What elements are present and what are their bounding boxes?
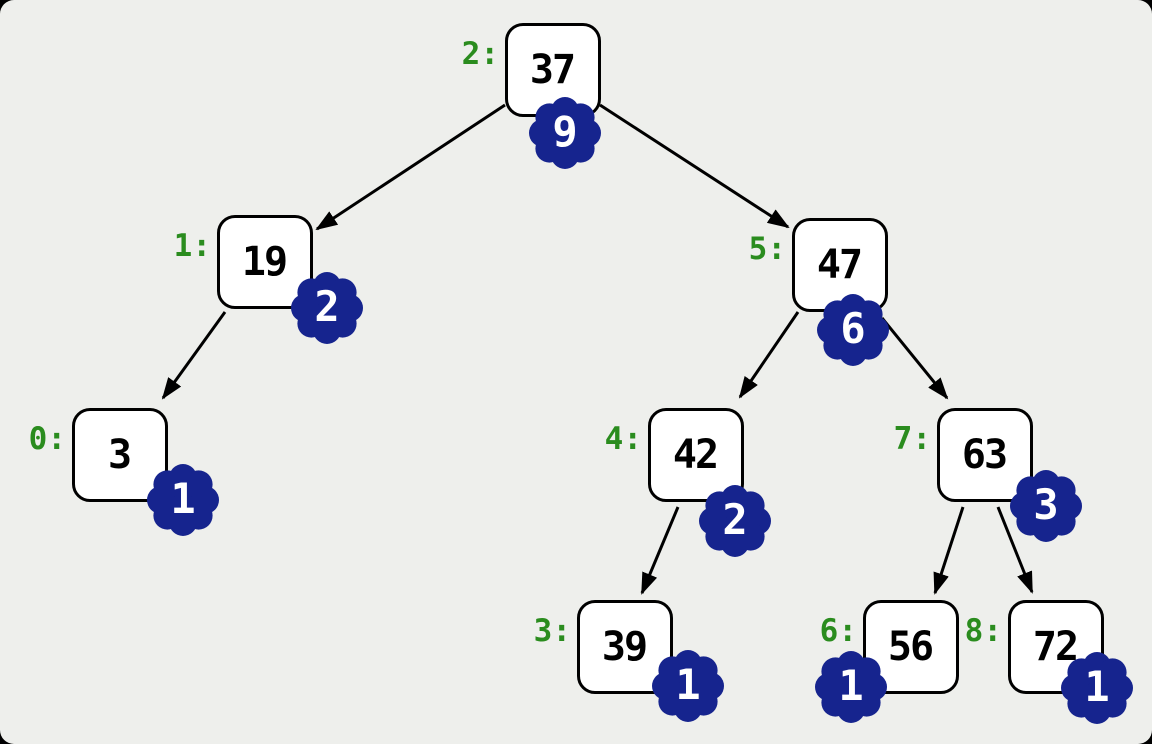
node-value: 47 (816, 242, 863, 288)
subtree-size-badge: 1 (652, 650, 724, 722)
edge-arrow-19-3 (161, 311, 227, 400)
subtree-size-value: 1 (838, 661, 864, 710)
subtree-size-badge: 6 (817, 294, 889, 366)
subtree-size-badge: 2 (699, 485, 771, 557)
tree-node-39: 3: 39 1 (534, 600, 673, 694)
node-value: 56 (887, 624, 934, 670)
node-value: 72 (1032, 624, 1079, 670)
edge-arrow-63-56 (933, 506, 965, 595)
tree-node-42: 4: 42 2 (605, 408, 744, 502)
node-value: 3 (107, 432, 132, 478)
subtree-size-badge: 2 (291, 272, 363, 344)
node-index-label: 4: (604, 421, 642, 457)
node-index-label: 7: (893, 421, 931, 457)
node-value: 37 (529, 47, 576, 93)
subtree-size-badge: 1 (1061, 652, 1133, 724)
subtree-size-value: 1 (675, 660, 701, 709)
tree-node-56: 6: 56 1 (863, 600, 959, 694)
node-value: 63 (961, 432, 1008, 478)
subtree-size-badge: 1 (147, 464, 219, 536)
subtree-size-badge: 3 (1010, 470, 1082, 542)
subtree-size-value: 1 (170, 474, 196, 523)
edge-arrow-37-47 (599, 103, 790, 229)
tree-node-63: 7: 63 3 (894, 408, 1033, 502)
edge-arrow-47-42 (738, 311, 800, 399)
subtree-size-value: 6 (840, 304, 866, 353)
node-index-label: 6: (819, 613, 857, 649)
node-index-label: 0: (28, 421, 66, 457)
tree-node-19: 1: 19 2 (174, 215, 313, 309)
tree-node-37: 2: 37 9 (462, 23, 601, 117)
tree-node-72: 8: 72 1 (965, 600, 1104, 694)
subtree-size-value: 2 (722, 495, 748, 544)
tree-node-3: 0: 3 1 (29, 408, 168, 502)
node-index-label: 3: (533, 613, 571, 649)
node-index-label: 1: (173, 228, 211, 264)
subtree-size-value: 3 (1033, 480, 1059, 529)
subtree-size-badge: 1 (815, 651, 887, 723)
edge-arrow-47-63 (880, 317, 949, 400)
subtree-size-value: 2 (314, 282, 340, 331)
node-value: 19 (241, 239, 288, 285)
node-value: 42 (672, 432, 719, 478)
edge-arrow-37-19 (315, 103, 506, 231)
node-index-label: 8: (964, 613, 1002, 649)
tree-node-47: 5: 47 6 (749, 218, 888, 312)
subtree-size-badge: 9 (529, 97, 601, 169)
node-index-label: 5: (748, 231, 786, 267)
edge-arrow-63-72 (996, 506, 1034, 594)
subtree-size-value: 9 (552, 107, 578, 156)
node-value: 39 (601, 624, 648, 670)
node-index-label: 2: (461, 36, 499, 72)
edge-arrow-42-39 (640, 506, 680, 595)
subtree-size-value: 1 (1084, 662, 1110, 711)
